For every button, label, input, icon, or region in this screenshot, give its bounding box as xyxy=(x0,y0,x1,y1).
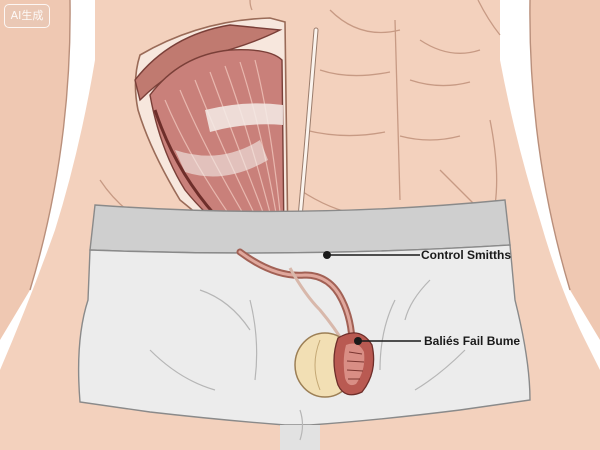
callout-dot-1 xyxy=(323,251,331,259)
underwear-body xyxy=(77,244,531,426)
right-arm xyxy=(529,0,600,340)
left-arm xyxy=(0,0,71,340)
left-arm-outline xyxy=(29,0,71,291)
ai-generated-watermark: AI生成 xyxy=(4,4,50,28)
spermatic-cord-inner xyxy=(238,250,354,347)
callout-dot-2 xyxy=(354,337,362,345)
cord-branch xyxy=(288,267,347,346)
right-arm-outline xyxy=(529,0,571,291)
muscle-separation xyxy=(153,109,217,216)
epididymis-ridges xyxy=(346,351,365,380)
callout-label-balies: Baliés Fail Bume xyxy=(424,334,521,348)
abdominal-contours xyxy=(99,0,501,226)
underwear-gap xyxy=(280,425,320,450)
testis-contour xyxy=(314,339,321,391)
callout-label-control: Control Smitths xyxy=(421,248,511,262)
tendinous-band-lower xyxy=(175,140,268,177)
underwear-folds xyxy=(149,279,466,441)
tendinous-band xyxy=(205,103,283,132)
